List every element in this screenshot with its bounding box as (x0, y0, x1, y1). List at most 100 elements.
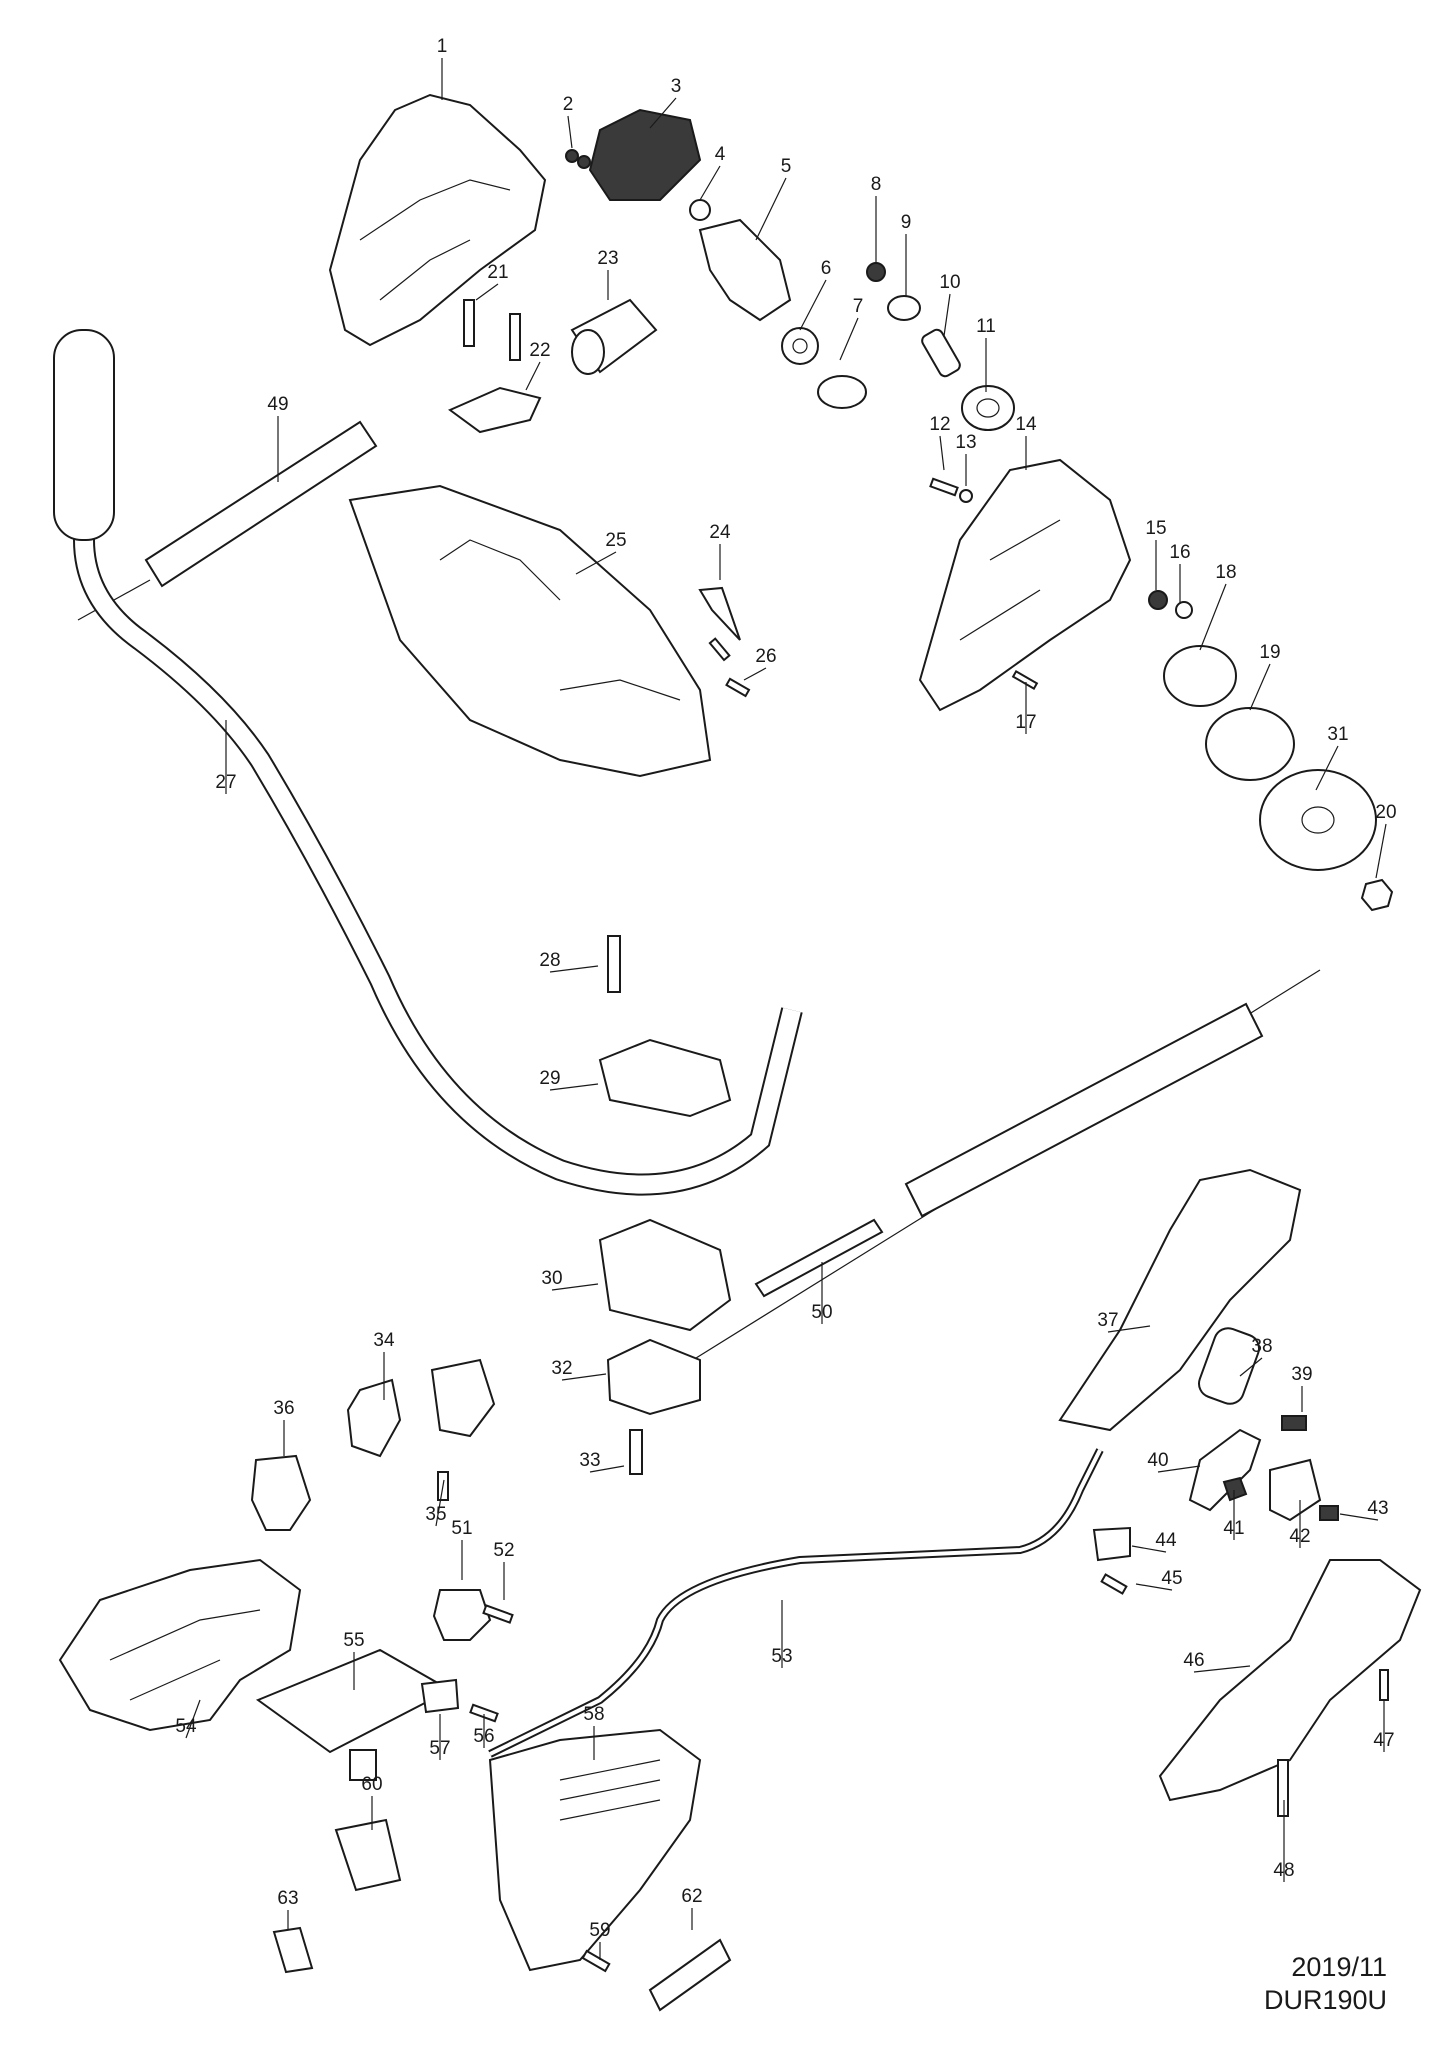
part-22-bracket (448, 386, 542, 434)
callout-leader-40 (1157, 1465, 1201, 1473)
part-31-hub (1301, 806, 1335, 834)
part-23-bushing-end (571, 329, 605, 375)
callout-leader-20 (1375, 823, 1387, 879)
part-46-grip-handle (1158, 1559, 1422, 1802)
callout-label-42: 42 (1289, 1526, 1310, 1547)
callout-leader-5 (755, 177, 787, 241)
part-6-bearing-inner (792, 338, 808, 354)
part-37-handle-housing (1058, 1168, 1302, 1432)
part-25-guard (348, 484, 712, 778)
part-21-bolt (509, 313, 521, 361)
callout-label-16: 16 (1169, 542, 1190, 563)
part-2-screw (577, 155, 591, 169)
part-16-washer (1175, 601, 1193, 619)
part-55-connector (349, 1749, 377, 1781)
callout-label-1: 1 (437, 36, 448, 57)
callout-label-62: 62 (681, 1886, 702, 1907)
callout-leader-35 (435, 1479, 445, 1527)
callout-label-6: 6 (821, 258, 832, 279)
callout-leader-10 (943, 293, 951, 337)
part-shaft-tube (904, 1002, 1264, 1218)
part-62-label (648, 1938, 732, 2012)
callout-leader-21 (475, 283, 499, 301)
callout-leader-32 (561, 1373, 607, 1381)
callout-label-7: 7 (853, 296, 864, 317)
callout-label-28: 28 (539, 950, 560, 971)
part-1-housing-detail (359, 179, 511, 301)
part-53-drive-cable-inner (489, 1449, 1102, 1756)
callout-label-59: 59 (589, 1920, 610, 1941)
footer-model-number: DUR190U (1263, 1985, 1387, 2015)
part-56-screw (469, 1703, 499, 1723)
callout-label-35: 35 (425, 1504, 446, 1525)
part-24-blade (698, 586, 741, 641)
callout-leader-31 (1315, 745, 1339, 791)
callout-label-4: 4 (715, 144, 726, 165)
callout-leader-38 (1239, 1357, 1263, 1377)
part-60-terminal (334, 1818, 402, 1892)
callout-label-51: 51 (451, 1518, 472, 1539)
callout-label-37: 37 (1097, 1310, 1118, 1331)
callout-leader-44 (1131, 1545, 1167, 1553)
callout-label-60: 60 (361, 1774, 382, 1795)
callout-label-14: 14 (1015, 414, 1037, 435)
callout-leader-2 (567, 115, 573, 149)
part-3-brush-holder (588, 108, 702, 201)
callout-leader-54 (185, 1699, 201, 1739)
part-43-spring (1319, 1505, 1339, 1521)
part-44-clip (1092, 1526, 1131, 1562)
callout-label-10: 10 (939, 272, 960, 293)
callout-leader-28 (549, 965, 599, 973)
callout-label-13: 13 (955, 432, 976, 453)
callout-label-57: 57 (429, 1738, 450, 1759)
callout-label-46: 46 (1183, 1650, 1204, 1671)
callout-label-50: 50 (811, 1302, 832, 1323)
part-48-screw (1277, 1759, 1289, 1817)
callout-leader-22 (525, 361, 541, 391)
callout-label-41: 41 (1223, 1518, 1244, 1539)
callout-leader-29 (549, 1083, 599, 1091)
part-25-guard-detail (439, 539, 681, 701)
callout-leader-43 (1339, 1513, 1379, 1521)
callout-leader-18 (1199, 583, 1227, 651)
part-50-rod (754, 1218, 884, 1298)
callout-label-45: 45 (1161, 1568, 1182, 1589)
part-45-screw (1100, 1573, 1128, 1595)
part-27-handle-bar-inner (75, 360, 801, 1194)
callout-leader-4 (699, 165, 721, 201)
part-26-screw (708, 637, 731, 662)
callout-label-47: 47 (1373, 1730, 1394, 1751)
callout-label-33: 33 (579, 1450, 600, 1471)
part-42-bracket (1269, 1458, 1322, 1522)
callout-label-32: 32 (551, 1358, 572, 1379)
part-31-cutting-head (1259, 769, 1377, 871)
part-21-bolt (463, 299, 475, 347)
callout-label-18: 18 (1215, 562, 1236, 583)
callout-leader-12 (939, 435, 945, 471)
callout-label-53: 53 (771, 1646, 792, 1667)
callout-label-58: 58 (583, 1704, 604, 1725)
part-13-ring (959, 489, 973, 503)
callout-leader-45 (1135, 1583, 1173, 1591)
part-6-bearing (781, 327, 819, 365)
part-9-washer (887, 295, 921, 321)
callout-label-22: 22 (529, 340, 550, 361)
callout-leader-6 (799, 279, 827, 331)
callout-label-25: 25 (605, 530, 626, 551)
callout-layer: 1234567891011121314151617181920212223242… (175, 36, 1397, 1960)
callout-label-48: 48 (1273, 1860, 1294, 1881)
callout-leader-30 (551, 1283, 599, 1291)
part-39-lever-small (1281, 1415, 1307, 1431)
part-54-rear-housing (58, 1558, 302, 1732)
part-63-label (272, 1926, 314, 1974)
part-52-screw (482, 1604, 514, 1624)
part-57-holder (420, 1678, 460, 1714)
callout-leader-33 (589, 1465, 625, 1473)
part-33-bolt (629, 1429, 643, 1475)
callout-label-24: 24 (709, 522, 731, 543)
callout-label-15: 15 (1145, 518, 1166, 539)
part-11-collar (961, 385, 1015, 431)
part-5-armature (698, 218, 792, 322)
part-18-guard-plate (1163, 645, 1237, 707)
